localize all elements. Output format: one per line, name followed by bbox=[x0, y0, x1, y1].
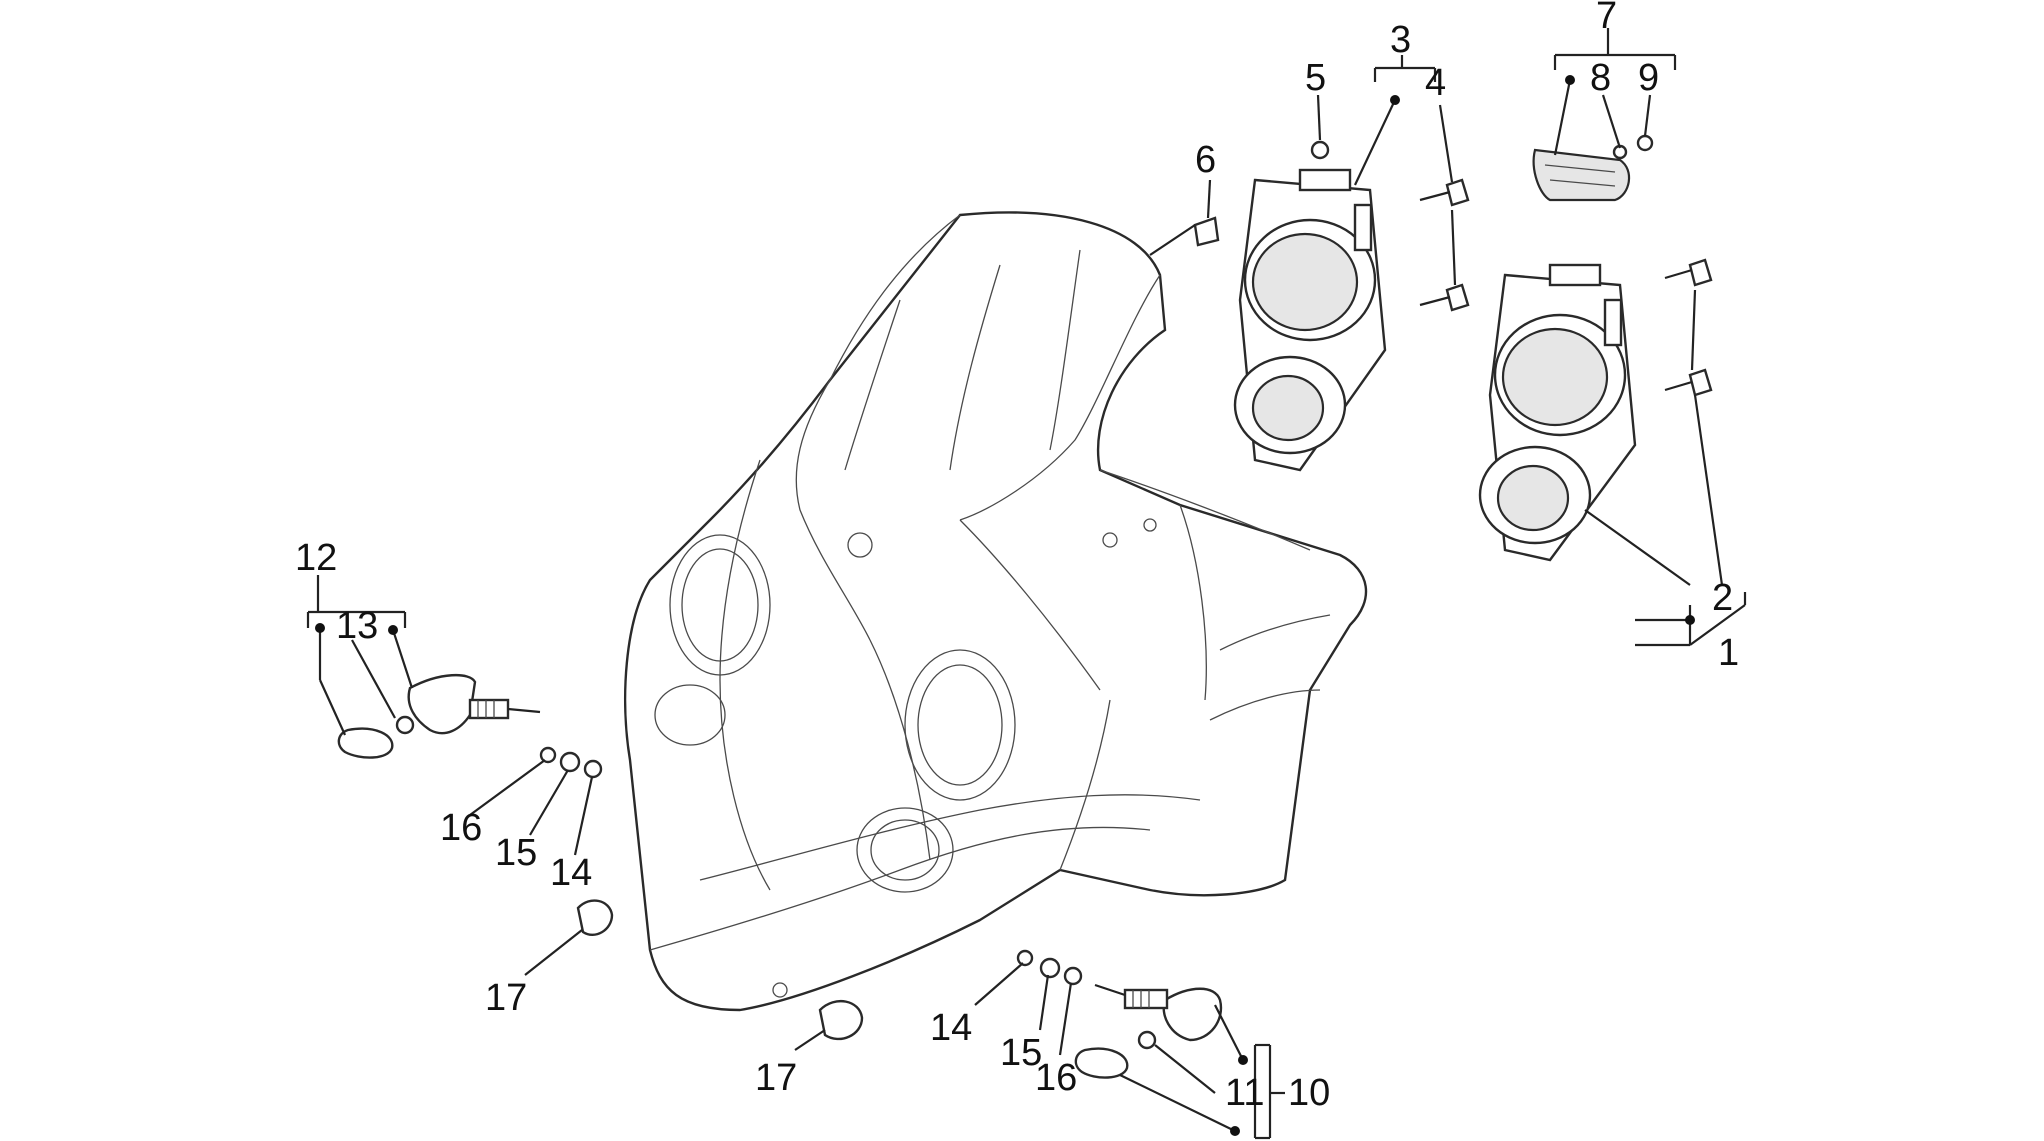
callout-9: 9 bbox=[1638, 57, 1659, 99]
leader-lines bbox=[306, 28, 1747, 1140]
callout-17-right: 17 bbox=[755, 1057, 797, 1099]
left-turn-signal bbox=[337, 673, 614, 937]
position-light bbox=[1532, 134, 1654, 202]
callout-11: 11 bbox=[1225, 1072, 1264, 1114]
callout-4: 4 bbox=[1425, 62, 1446, 104]
callout-3: 3 bbox=[1390, 19, 1411, 61]
callout-dots bbox=[315, 75, 1695, 1136]
callout-17-left: 17 bbox=[485, 977, 527, 1019]
front-fairing bbox=[624, 211, 1368, 1012]
callout-5: 5 bbox=[1305, 57, 1326, 99]
callout-8: 8 bbox=[1590, 57, 1611, 99]
callout-15-right: 15 bbox=[1000, 1032, 1042, 1074]
callout-2: 2 bbox=[1712, 577, 1733, 619]
callout-16-right: 16 bbox=[1035, 1057, 1077, 1099]
callout-6: 6 bbox=[1195, 139, 1216, 181]
callout-1: 1 bbox=[1718, 632, 1739, 674]
right-turn-signal bbox=[818, 949, 1223, 1079]
callout-14-right: 14 bbox=[930, 1007, 972, 1049]
callout-16-left: 16 bbox=[440, 807, 482, 849]
callout-12: 12 bbox=[295, 537, 337, 579]
callout-7: 7 bbox=[1596, 0, 1617, 37]
callout-15-left: 15 bbox=[495, 832, 537, 874]
callout-10: 10 bbox=[1288, 1072, 1330, 1114]
headlight-unit-upper bbox=[1193, 140, 1470, 472]
callout-labels: 1 2 3 4 5 6 7 8 9 10 11 12 13 16 15 14 1… bbox=[295, 0, 1739, 1114]
callout-13: 13 bbox=[336, 605, 378, 647]
callout-14-left: 14 bbox=[550, 852, 592, 894]
headlight-unit-lower bbox=[1478, 258, 1713, 562]
